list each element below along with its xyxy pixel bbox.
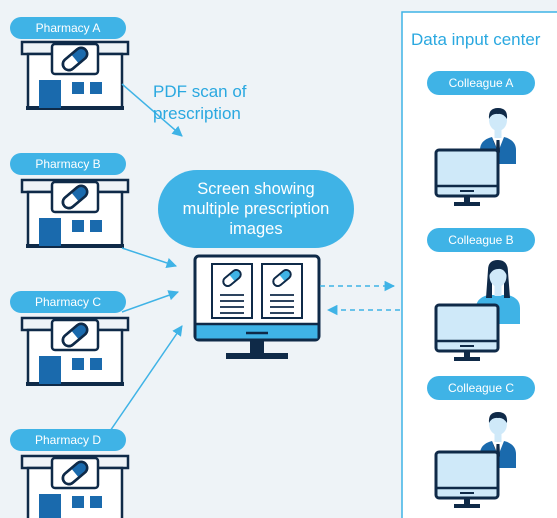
- bubble-line: images: [229, 220, 283, 238]
- pharmacy-a-label: Pharmacy A: [10, 17, 126, 39]
- arrow-pharmacy-d: [107, 325, 183, 435]
- data-input-center-frame: [401, 11, 557, 518]
- colleague-c-label: Colleague C: [427, 376, 535, 400]
- prescription-document-icon: [261, 263, 303, 319]
- pharmacy-c-building-icon: [20, 316, 130, 388]
- caption-line: PDF scan of: [153, 82, 247, 101]
- colleague-a-label: Colleague A: [427, 71, 535, 95]
- pdf-scan-caption: PDF scan of prescription: [153, 81, 247, 125]
- pharmacy-d-label: Pharmacy D: [10, 429, 126, 451]
- arrow-pharmacy-c: [121, 290, 179, 313]
- arrow-pharmacy-b: [121, 247, 177, 268]
- bubble-line: multiple prescription: [182, 200, 330, 218]
- prescription-document-icon: [211, 263, 253, 319]
- bubble-line: Screen showing: [197, 180, 315, 198]
- pharmacy-a-building-icon: [20, 40, 130, 112]
- arrow-pharmacy-a: [121, 83, 183, 137]
- pharmacy-c-label: Pharmacy C: [10, 291, 126, 313]
- pharmacy-b-label: Pharmacy B: [10, 153, 126, 175]
- data-input-center-title: Data input center: [411, 30, 541, 49]
- screen-description-bubble: Screen showing multiple prescription ima…: [158, 170, 354, 248]
- pharmacy-b-building-icon: [20, 178, 130, 250]
- caption-line: prescription: [153, 104, 241, 123]
- colleague-b-label: Colleague B: [427, 228, 535, 252]
- pharmacy-d-building-icon: [20, 454, 130, 518]
